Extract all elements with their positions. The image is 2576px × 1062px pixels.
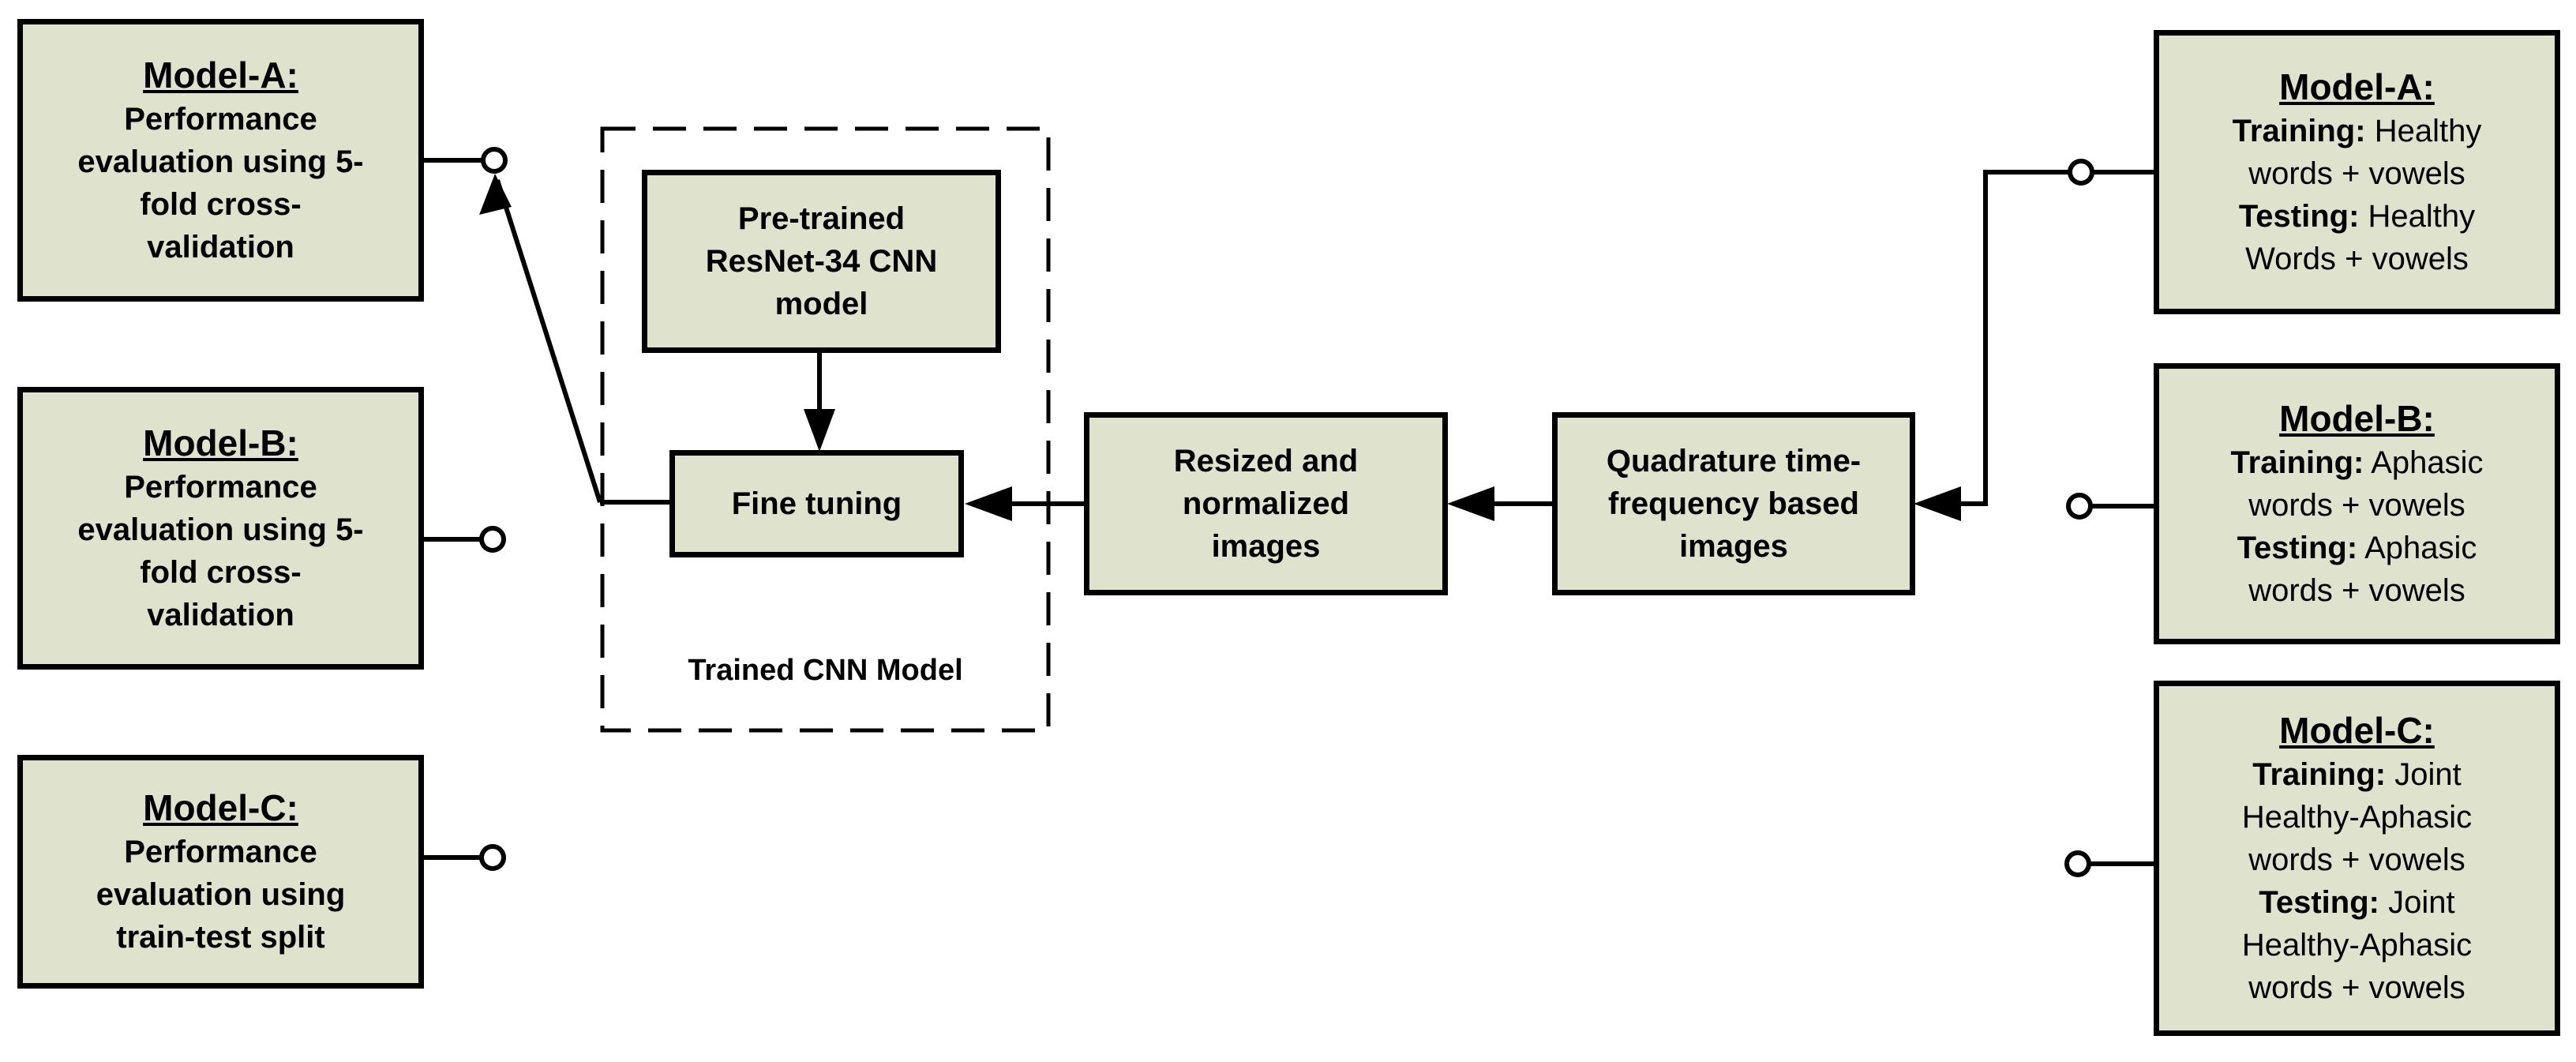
pretrained-line-1: Pre-trained bbox=[737, 201, 906, 236]
right-model-c-testing-cont-1: Healthy-Aphasic bbox=[2241, 928, 2473, 963]
model-b-left-switch-terminal bbox=[479, 526, 506, 553]
quadrature-line-2: frequency based bbox=[1608, 486, 1859, 521]
left-model-a-title: Model-A: bbox=[143, 54, 298, 96]
left-model-b-line-3: fold cross- bbox=[140, 555, 302, 590]
left-model-c-title: Model-C: bbox=[143, 787, 298, 828]
right-model-b-box: Model-B: Training: Aphasic words + vowel… bbox=[2154, 363, 2560, 644]
pretrained-line-2: ResNet-34 CNN bbox=[705, 244, 938, 279]
right-model-a-title: Model-A: bbox=[2279, 66, 2435, 107]
left-model-b-box: Model-B: Performance evaluation using 5-… bbox=[17, 387, 424, 670]
right-model-b-title: Model-B: bbox=[2279, 398, 2435, 439]
input-switch-arm bbox=[1958, 170, 2070, 506]
right-model-b-training-label: Training: bbox=[2230, 445, 2364, 480]
right-model-b-testing-text: Aphasic bbox=[2364, 531, 2477, 565]
right-model-c-training-cont-2: words + vowels bbox=[2248, 842, 2465, 877]
right-model-c-training-text: Joint bbox=[2394, 757, 2462, 792]
right-model-a-testing-label: Testing: bbox=[2238, 199, 2360, 234]
resized-line-1: Resized and bbox=[1173, 444, 1359, 478]
left-model-a-line-1: Performance bbox=[124, 102, 317, 137]
pretrained-to-finetune-arrowhead bbox=[804, 409, 835, 452]
left-model-b-line-1: Performance bbox=[124, 470, 317, 505]
right-model-c-training-cont-1: Healthy-Aphasic bbox=[2241, 800, 2473, 835]
right-model-a-training-label: Training: bbox=[2232, 114, 2366, 148]
resized-to-finetune-arrowhead bbox=[965, 486, 1012, 521]
left-model-b-line-4: validation bbox=[147, 598, 294, 632]
right-model-c-testing-cont-2: words + vowels bbox=[2248, 970, 2465, 1005]
left-model-a-line-2: evaluation using 5- bbox=[77, 144, 364, 179]
right-model-c-testing-text: Joint bbox=[2388, 885, 2455, 920]
fine-tuning-label: Fine tuning bbox=[731, 486, 902, 521]
right-model-a-testing-text: Healthy bbox=[2368, 199, 2476, 234]
trained-model-group-border bbox=[600, 126, 1051, 733]
right-model-c-testing-label: Testing: bbox=[2259, 885, 2379, 920]
model-a-left-switch-terminal bbox=[481, 147, 508, 174]
right-model-a-box: Model-A: Training: Healthy words + vowel… bbox=[2154, 30, 2560, 314]
model-b-right-switch-terminal bbox=[2066, 493, 2093, 520]
left-model-a-line-4: validation bbox=[147, 230, 294, 265]
left-model-b-title: Model-B: bbox=[143, 422, 298, 463]
quadrature-line-1: Quadrature time- bbox=[1606, 444, 1862, 478]
input-switch-arrowhead bbox=[1914, 486, 1961, 521]
left-model-a-box: Model-A: Performance evaluation using 5-… bbox=[17, 19, 424, 302]
right-model-c-title: Model-C: bbox=[2279, 710, 2435, 751]
right-model-c-training-label: Training: bbox=[2252, 757, 2387, 792]
right-model-b-testing-label: Testing: bbox=[2237, 531, 2358, 565]
right-model-a-training-cont: words + vowels bbox=[2248, 156, 2465, 191]
right-model-b-testing-cont: words + vowels bbox=[2248, 573, 2465, 608]
resized-line-2: normalized bbox=[1182, 486, 1350, 521]
left-model-c-line-2: evaluation using bbox=[96, 877, 346, 912]
resized-normalized-box: Resized and normalized images bbox=[1084, 412, 1448, 595]
quadrature-to-resized-arrowhead bbox=[1447, 486, 1494, 521]
right-model-b-training-text: Aphasic bbox=[2371, 445, 2484, 480]
quadrature-line-3: images bbox=[1679, 529, 1788, 564]
left-model-a-line-3: fold cross- bbox=[140, 187, 302, 222]
output-switch-arm bbox=[495, 179, 602, 503]
right-model-a-training-text: Healthy bbox=[2374, 114, 2482, 148]
right-model-a-testing-cont: Words + vowels bbox=[2245, 242, 2469, 276]
left-model-c-box: Model-C: Performance evaluation using tr… bbox=[17, 755, 424, 989]
left-model-b-line-2: evaluation using 5- bbox=[77, 512, 364, 547]
left-model-c-line-3: train-test split bbox=[116, 920, 325, 955]
pretrained-resnet-box: Pre-trained ResNet-34 CNN model bbox=[642, 170, 1001, 353]
left-model-c-line-1: Performance bbox=[124, 835, 317, 869]
model-c-left-switch-terminal bbox=[479, 844, 506, 871]
quadrature-images-box: Quadrature time- frequency based images bbox=[1552, 412, 1915, 595]
fine-tuning-box: Fine tuning bbox=[669, 450, 964, 557]
pretrained-line-3: model bbox=[774, 287, 868, 321]
trained-cnn-model-label: Trained CNN Model bbox=[688, 654, 963, 687]
model-a-right-switch-terminal bbox=[2068, 159, 2094, 186]
resized-line-3: images bbox=[1211, 529, 1321, 564]
right-model-b-training-cont: words + vowels bbox=[2248, 488, 2465, 523]
right-model-c-box: Model-C: Training: Joint Healthy-Aphasic… bbox=[2154, 681, 2560, 1036]
model-c-right-switch-terminal bbox=[2064, 850, 2091, 877]
output-switch-arrowhead bbox=[479, 174, 512, 215]
